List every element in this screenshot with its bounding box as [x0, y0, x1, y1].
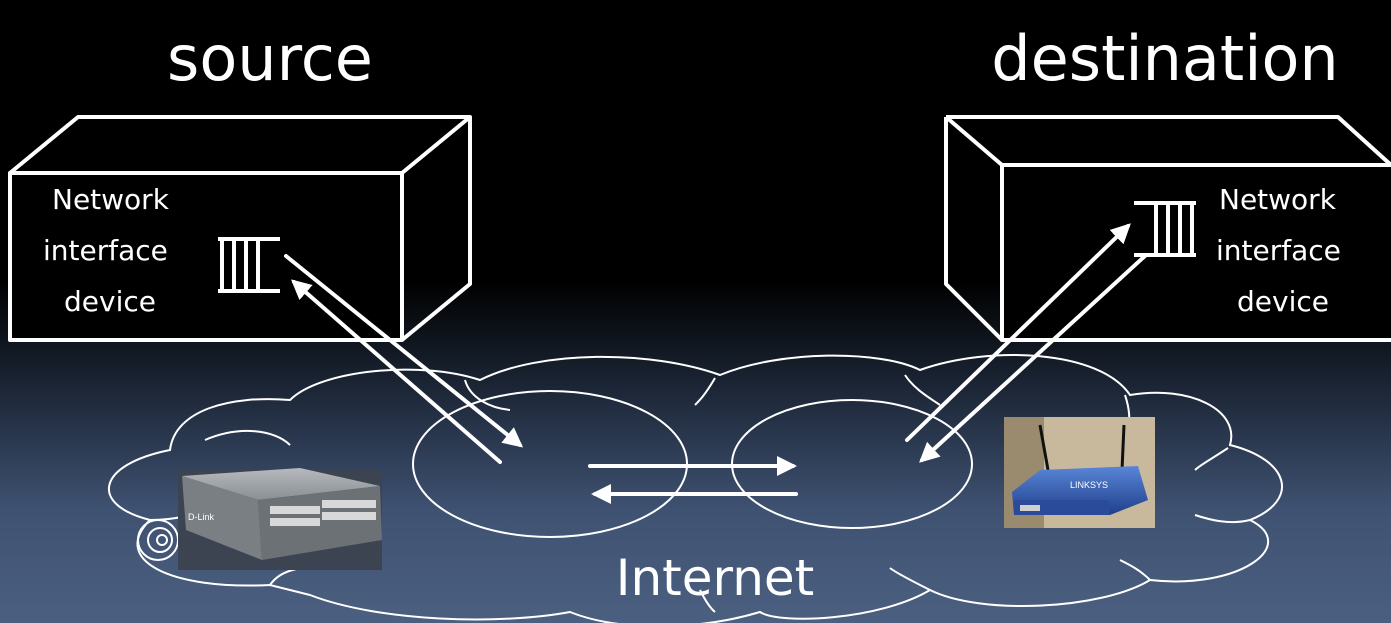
router-brand-text: LINKSYS — [1070, 480, 1108, 490]
arrow-cloud-to-destination — [905, 223, 1131, 442]
arrow-destination-to-cloud — [919, 253, 1148, 463]
arrows — [284, 223, 1148, 504]
switch-brand-text: D-Link — [188, 512, 215, 522]
source-nic-line-2: interface — [43, 234, 168, 267]
source-title: source — [167, 22, 373, 95]
destination-title: destination — [991, 22, 1338, 95]
arrow-cloud-to-source — [290, 279, 502, 464]
destination-nic-line-2: interface — [1216, 234, 1341, 267]
source-host-box — [8, 115, 472, 342]
source-nic-line-1: Network — [52, 183, 170, 216]
destination-nic-line-1: Network — [1219, 183, 1337, 216]
destination-nic-label: Network interface device — [1216, 183, 1341, 318]
destination-host-box — [944, 115, 1391, 342]
source-nic-label: Network interface device — [43, 183, 170, 318]
internet-label: Internet — [616, 549, 815, 607]
source-queue-icon — [218, 237, 280, 293]
arrow-source-to-cloud — [284, 254, 524, 448]
destination-nic-line-3: device — [1237, 285, 1329, 318]
spiral-icon — [137, 519, 179, 561]
source-nic-line-3: device — [64, 285, 156, 318]
switch-image: D-Link — [178, 468, 382, 570]
router-image: LINKSYS — [1004, 417, 1155, 528]
